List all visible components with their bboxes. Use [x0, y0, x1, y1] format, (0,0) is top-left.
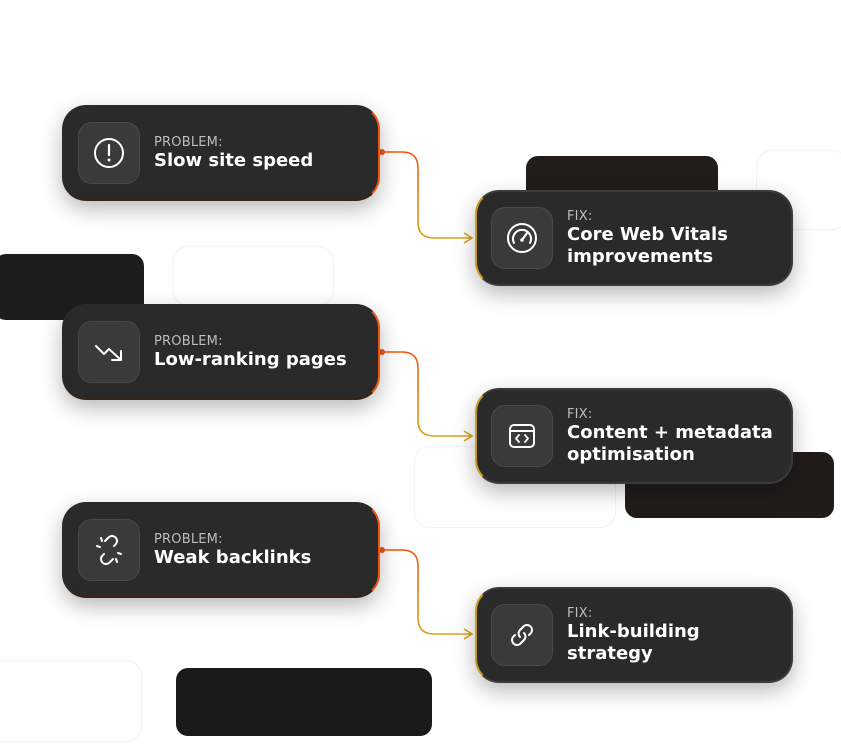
icon-tile [491, 604, 553, 666]
broken-link-icon [96, 535, 122, 565]
connector-2-dot [379, 349, 385, 355]
connector-1-dot [379, 149, 385, 155]
connector-1 [380, 151, 472, 239]
icon-tile [78, 321, 140, 383]
fix-label: FIX: [567, 406, 593, 422]
fix-card-link-building: FIX: Link-building strategy [475, 587, 793, 683]
icon-tile [78, 519, 140, 581]
connector-1-arrow [463, 232, 474, 244]
background-panel [172, 246, 334, 306]
connector-3-dot [379, 547, 385, 553]
code-window-icon [509, 424, 535, 448]
fix-title: Core Web Vitals improvements [567, 223, 728, 267]
problem-title: Slow site speed [154, 149, 314, 171]
problem-title: Weak backlinks [154, 546, 312, 568]
fix-label: FIX: [567, 605, 593, 621]
icon-tile [491, 207, 553, 269]
icon-tile [491, 405, 553, 467]
trending-down-icon [95, 345, 122, 361]
problem-title: Low-ranking pages [154, 348, 347, 370]
connector-2-arrow [463, 430, 474, 442]
problem-card-low-ranking-pages: PROBLEM: Low-ranking pages [62, 304, 380, 400]
problem-label: PROBLEM: [154, 531, 223, 547]
fix-card-core-web-vitals: FIX: Core Web Vitals improvements [475, 190, 793, 286]
background-panel [0, 660, 142, 742]
fix-card-content-metadata: FIX: Content + metadata optimisation [475, 388, 793, 484]
problem-label: PROBLEM: [154, 134, 223, 150]
speedometer-icon [507, 223, 537, 253]
link-icon [511, 624, 533, 646]
alert-circle-icon [94, 138, 124, 168]
fix-title: Content + metadata optimisation [567, 421, 773, 465]
connector-3 [380, 549, 472, 635]
decorative-block [176, 668, 432, 736]
problem-card-weak-backlinks: PROBLEM: Weak backlinks [62, 502, 380, 598]
connector-3-arrow [463, 628, 474, 640]
fix-title: Link-building strategy [567, 620, 700, 664]
icon-tile [78, 122, 140, 184]
connector-2 [380, 351, 472, 437]
problem-label: PROBLEM: [154, 333, 223, 349]
problem-card-slow-site-speed: PROBLEM: Slow site speed [62, 105, 380, 201]
fix-label: FIX: [567, 208, 593, 224]
